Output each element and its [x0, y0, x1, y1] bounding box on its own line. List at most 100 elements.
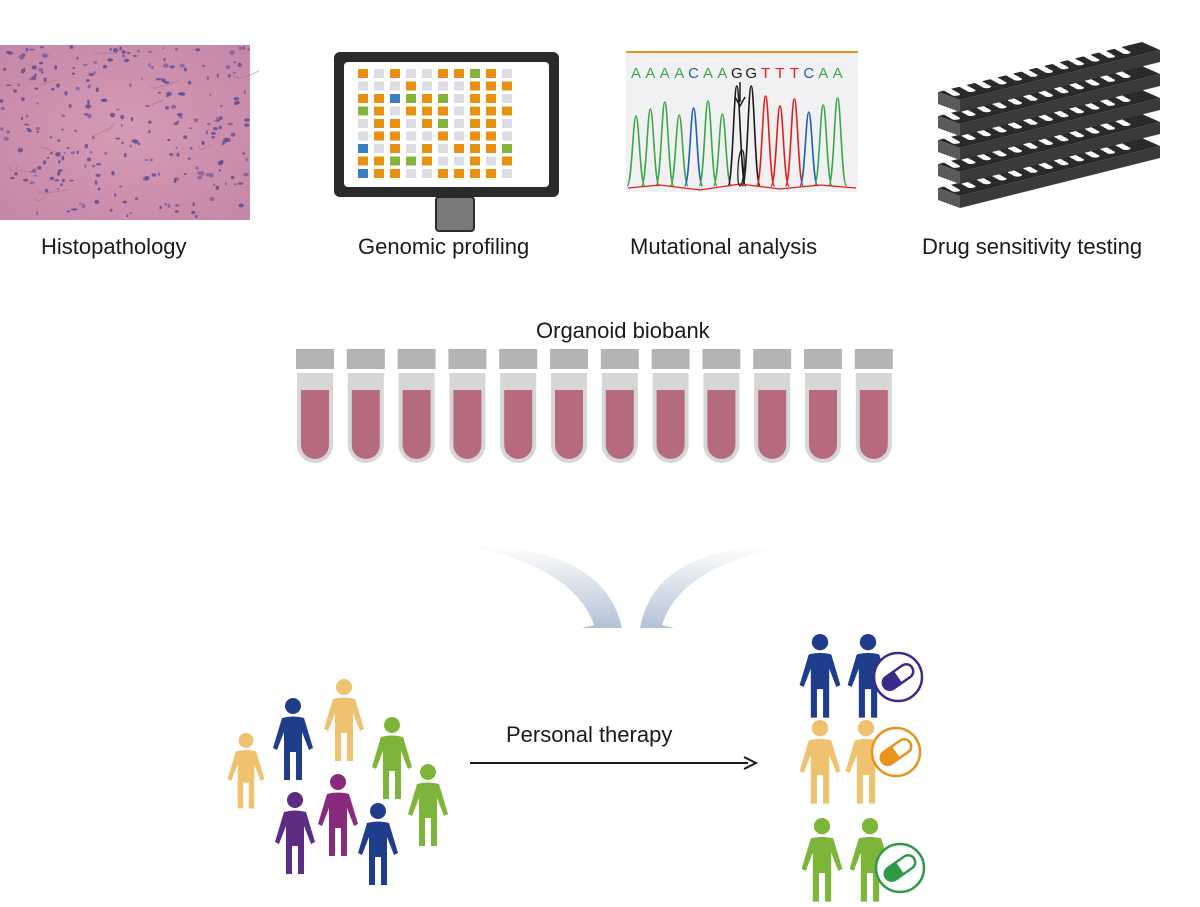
- cell-nucleus: [34, 174, 38, 177]
- pill-capsule-icon: [874, 842, 926, 894]
- cell-nucleus: [17, 147, 24, 153]
- well: [997, 105, 1007, 109]
- cell-nucleus: [177, 112, 183, 117]
- cell-nucleus: [176, 152, 180, 157]
- cell-nucleus: [107, 58, 114, 62]
- cell-nucleus: [60, 183, 63, 187]
- cell-nucleus: [121, 54, 126, 58]
- well: [1028, 121, 1038, 125]
- cell-nucleus: [26, 127, 30, 130]
- label-histopathology: Histopathology: [41, 234, 187, 259]
- trace-baseline: [627, 183, 857, 191]
- well: [1090, 106, 1100, 110]
- base-letter: A: [833, 65, 843, 82]
- trace-peak: [640, 108, 661, 187]
- heatmap-cell: [422, 119, 432, 128]
- heatmap-cell: [454, 131, 464, 141]
- heatmap-cell: [454, 119, 464, 128]
- cell-nucleus: [95, 87, 99, 92]
- cell-nucleus: [72, 67, 75, 70]
- tube-cap: [550, 349, 588, 369]
- tissue-fiber: [37, 79, 58, 85]
- cell-nucleus: [188, 127, 193, 130]
- cell-nucleus: [28, 78, 32, 81]
- cell-nucleus: [217, 119, 221, 122]
- test-tube-icon: [448, 349, 487, 464]
- base-letter: A: [717, 65, 727, 82]
- well: [951, 164, 960, 168]
- heatmap-cell: [374, 119, 384, 128]
- cell-nucleus: [21, 97, 25, 102]
- cell-nucleus: [42, 160, 47, 165]
- test-tube-icon: [499, 349, 538, 464]
- heatmap-cell: [438, 156, 448, 166]
- heatmap-cell: [390, 69, 400, 78]
- cell-nucleus: [237, 182, 244, 185]
- well: [1013, 149, 1022, 153]
- heatmap-cell: [374, 69, 384, 78]
- cell-nucleus: [233, 61, 237, 64]
- heatmap-cell: [438, 144, 448, 153]
- tube-cap: [346, 349, 385, 369]
- heatmap-cell: [406, 94, 416, 103]
- cell-nucleus: [195, 166, 199, 170]
- cell-nucleus: [162, 63, 169, 68]
- cell-nucleus: [148, 120, 152, 124]
- cell-nucleus: [150, 158, 153, 162]
- cell-nucleus: [109, 208, 113, 212]
- cell-nucleus: [44, 188, 49, 193]
- well: [1013, 101, 1022, 105]
- cell-nucleus: [122, 200, 128, 204]
- cell-nucleus: [169, 65, 175, 69]
- well: [982, 157, 991, 161]
- cell-nucleus: [179, 63, 185, 68]
- heatmap-cell: [358, 106, 368, 116]
- cell-nucleus: [243, 172, 249, 177]
- cell-nucleus: [87, 113, 92, 119]
- cell-nucleus: [169, 153, 174, 156]
- cell-nucleus: [175, 146, 178, 149]
- cell-nucleus: [165, 106, 169, 110]
- heatmap-cell: [358, 119, 368, 128]
- heatmap-cell: [406, 156, 416, 166]
- cell-nucleus: [245, 157, 248, 162]
- cell-nucleus: [54, 179, 60, 182]
- cell-nucleus: [197, 171, 200, 175]
- cell-nucleus: [109, 112, 116, 118]
- cell-nucleus: [244, 123, 250, 127]
- heatmap-cell: [454, 169, 464, 178]
- cell-nucleus: [141, 77, 144, 80]
- monitor-icon: [334, 52, 559, 232]
- cell-nucleus: [61, 114, 66, 117]
- cell-nucleus: [198, 171, 205, 176]
- heatmap-cell: [502, 81, 512, 91]
- cell-nucleus: [70, 208, 76, 211]
- base-letter: T: [790, 65, 799, 82]
- cell-nucleus: [57, 139, 61, 142]
- cell-nucleus: [227, 74, 231, 78]
- cell-nucleus: [201, 140, 205, 146]
- cell-nucleus: [58, 160, 61, 164]
- cell-nucleus: [57, 171, 61, 176]
- well: [1090, 58, 1100, 62]
- cell-nucleus: [94, 199, 100, 205]
- tissue-fiber: [150, 79, 179, 89]
- trace-peak: [626, 115, 646, 187]
- cell-nucleus: [70, 151, 75, 155]
- heatmap-cell: [422, 106, 432, 116]
- tissue-fiber: [33, 189, 51, 202]
- arrow-right-icon: [470, 756, 759, 770]
- heatmap-cell: [502, 119, 512, 128]
- well: [1121, 98, 1131, 102]
- well: [1013, 77, 1022, 81]
- well: [951, 92, 960, 96]
- well: [1028, 169, 1038, 173]
- cell-nucleus: [112, 48, 119, 53]
- test-tube-rack: [296, 349, 893, 464]
- tube-liquid: [758, 390, 787, 459]
- tube-cap: [753, 349, 792, 369]
- cell-nucleus: [78, 202, 82, 205]
- well: [966, 184, 976, 188]
- cell-nucleus: [124, 152, 127, 158]
